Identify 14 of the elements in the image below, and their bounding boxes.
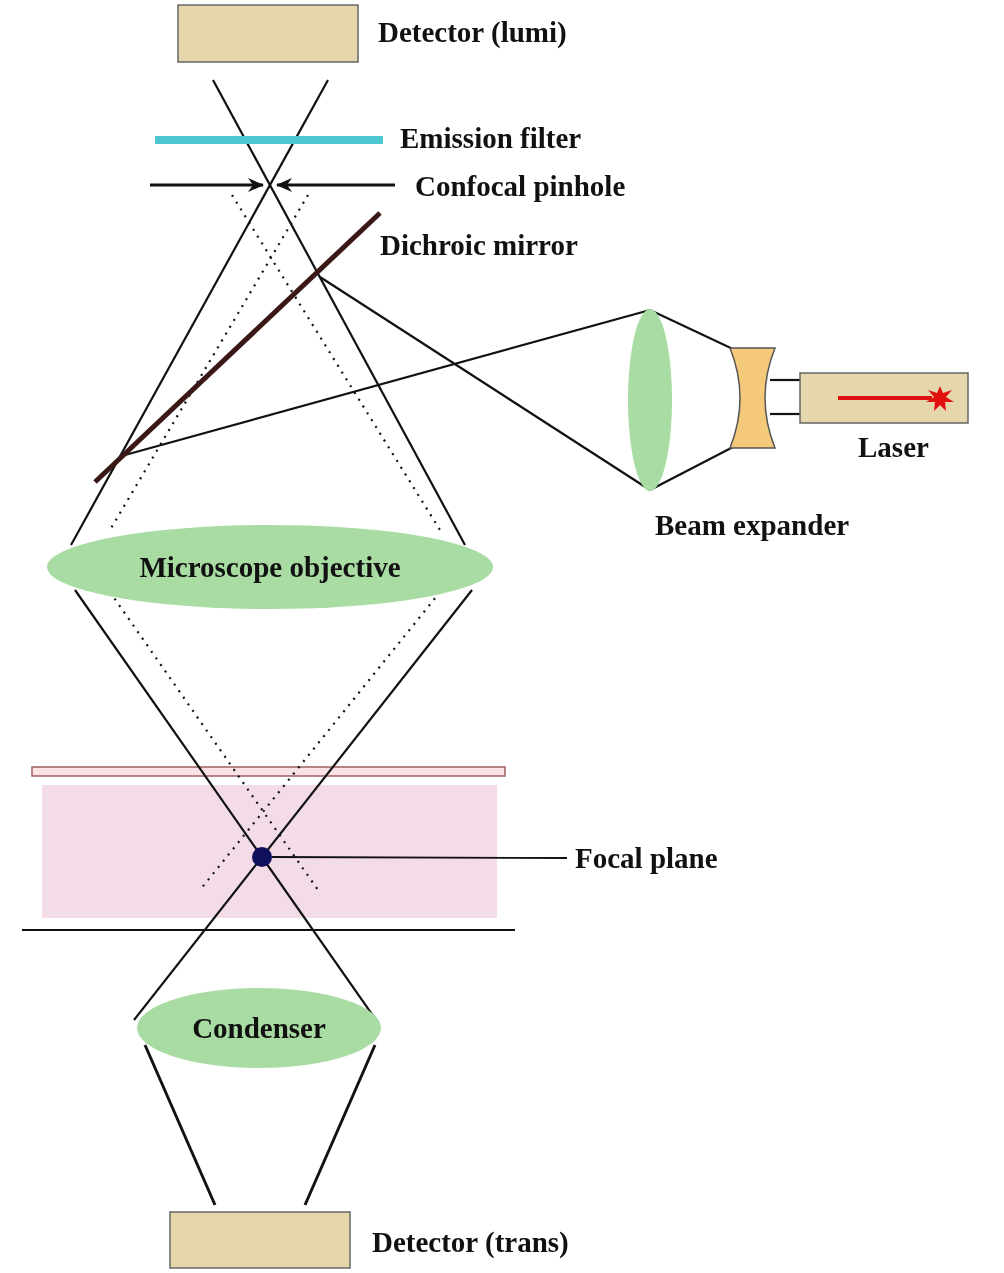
part-label: Laser (858, 433, 929, 462)
part-label: Emission filter (400, 124, 582, 153)
part-label: Confocal pinhole (415, 172, 626, 201)
part-label: Detector (trans) (372, 1228, 569, 1257)
part-label: Dichroic mirror (380, 231, 578, 260)
lens-ellipse (137, 988, 381, 1068)
leader-line (271, 856, 568, 859)
part-label: Detector (lumi) (378, 18, 567, 47)
lens-label: Condenser (191, 1011, 327, 1045)
focal-point (252, 847, 272, 867)
part-label: Beam expander (655, 511, 850, 540)
part-label: Focal plane (575, 841, 719, 875)
lens-label: Microscope objective (138, 550, 402, 584)
lens-ellipse (47, 525, 493, 609)
